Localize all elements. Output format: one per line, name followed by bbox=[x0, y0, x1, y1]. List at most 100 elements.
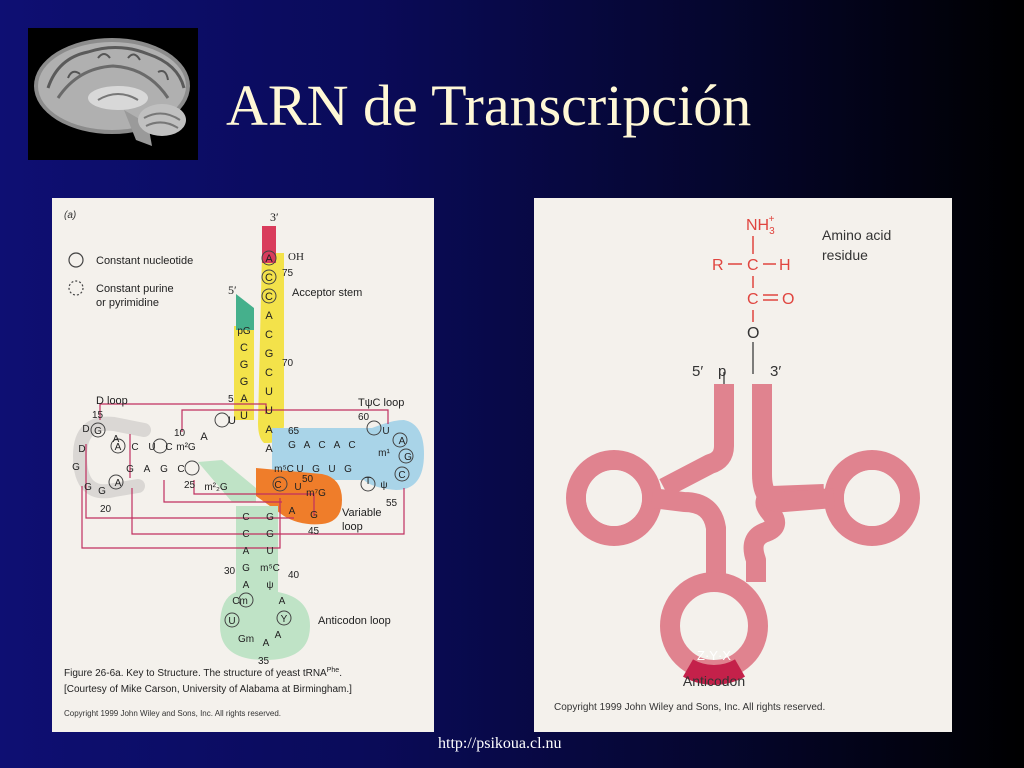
legend-constant: Constant nucleotide bbox=[96, 255, 193, 267]
base-acright-1: G bbox=[266, 529, 274, 540]
circled-base-marker bbox=[110, 438, 126, 454]
source-url: http://psikoua.cl.nu bbox=[438, 735, 562, 752]
base-acc3-4: C bbox=[265, 329, 273, 341]
circled-base-marker bbox=[261, 288, 277, 304]
circled-base-marker bbox=[272, 476, 288, 492]
num-5: 5 bbox=[228, 394, 234, 405]
num-60: 60 bbox=[358, 412, 370, 423]
amino-acid-label-2: residue bbox=[822, 247, 868, 263]
base-acloop-2: Gm bbox=[238, 634, 254, 645]
constant-nucleotide-icon bbox=[68, 252, 84, 268]
base-dtop-2: U bbox=[148, 442, 155, 453]
base-acloop-0: Cm bbox=[232, 596, 248, 607]
label-3prime: 3′ bbox=[270, 210, 279, 224]
schematic-diagram: NH3+ R C H C O O Amino acid residue 5′ p… bbox=[554, 214, 920, 713]
brain-image bbox=[28, 28, 198, 160]
carbonyl-o-text: O bbox=[782, 291, 794, 308]
phosphate-label: p bbox=[718, 363, 726, 380]
base-tbot-0: m⁵C bbox=[274, 464, 294, 475]
base-dbot-3: C bbox=[177, 464, 184, 475]
anticodon-label: Anticodon bbox=[683, 673, 745, 689]
right-loop-center bbox=[844, 470, 900, 526]
base-tloop-1: A bbox=[399, 436, 406, 447]
five-prime-label: 5′ bbox=[692, 363, 703, 380]
base-acloop-3: A bbox=[263, 638, 270, 649]
circled-base-marker bbox=[392, 432, 408, 448]
base-ttop-2: C bbox=[318, 440, 325, 451]
base-a9: A bbox=[200, 431, 208, 443]
num-20: 20 bbox=[100, 504, 112, 515]
label-anticodon-loop: Anticodon loop bbox=[318, 615, 391, 627]
base-acc3-10: A bbox=[265, 443, 273, 455]
label-variable-1: Variable bbox=[342, 507, 382, 519]
base-acc5-2: G bbox=[240, 359, 249, 371]
base-acc3-5: G bbox=[265, 348, 274, 360]
circled-base-marker bbox=[90, 422, 106, 438]
left-loop-center bbox=[586, 470, 642, 526]
base-var-1: U bbox=[294, 482, 301, 493]
num-10: 10 bbox=[174, 428, 186, 439]
anticodon-highlight bbox=[683, 659, 745, 685]
base-ttop-0: G bbox=[288, 440, 296, 451]
base-dloop-0: D bbox=[82, 424, 89, 435]
base-tbot-1: U bbox=[296, 464, 303, 475]
tpsic-arm-region bbox=[272, 420, 424, 490]
amino-acid-chem: NH3+ R C H C O bbox=[712, 214, 794, 322]
num-45: 45 bbox=[308, 526, 320, 537]
base-acloop-5: Y bbox=[281, 614, 288, 625]
base-acright-3: m⁵C bbox=[260, 563, 280, 574]
constant-purine-icon bbox=[68, 280, 84, 296]
base-tloop-2: m¹ bbox=[378, 448, 390, 459]
base-acright-4: ψ bbox=[266, 580, 273, 591]
base-dloop-6: G bbox=[94, 426, 102, 437]
legend-purine-1: Constant purine bbox=[96, 283, 174, 295]
base-acleft-0: C bbox=[242, 512, 249, 523]
base-acc3-0: A bbox=[265, 253, 273, 265]
cloverleaf-diagram: (a) Constant nucleotide Constant purine … bbox=[64, 210, 424, 718]
circled-base-marker bbox=[360, 476, 376, 492]
three-prime-label: 3′ bbox=[770, 363, 781, 380]
caption-line1: Figure 26-6a. Key to Structure. The stru… bbox=[64, 667, 342, 679]
circled-base-marker bbox=[261, 269, 277, 285]
three-prime-end-region bbox=[262, 226, 276, 263]
base-dloop-1: D bbox=[78, 444, 85, 455]
base-ttop-3: A bbox=[334, 440, 341, 451]
trna-structure-figure: (a) Constant nucleotide Constant purine … bbox=[52, 198, 434, 732]
base-acloop-4: A bbox=[279, 596, 286, 607]
tertiary-interaction-lines bbox=[81, 403, 405, 549]
base-acleft-1: C bbox=[242, 529, 249, 540]
legend-purine-2: or pyrimidine bbox=[96, 297, 159, 309]
nh3-text: NH3+ bbox=[746, 214, 775, 237]
base-acloop-1: U bbox=[228, 616, 235, 627]
base-var-2: m⁷G bbox=[306, 488, 326, 499]
base-acloop-6: A bbox=[275, 630, 282, 641]
circled-base-marker bbox=[261, 250, 277, 266]
base-acc3-3: A bbox=[265, 310, 273, 322]
circled-base-marker bbox=[108, 474, 124, 490]
copyright-left: Copyright 1999 John Wiley and Sons, Inc.… bbox=[64, 709, 281, 718]
ester-o-text: O bbox=[747, 325, 759, 342]
base-dtop-4: m²G bbox=[176, 442, 196, 453]
base-acleft-2: A bbox=[243, 546, 250, 557]
label-variable-2: loop bbox=[342, 521, 363, 533]
base-acc5-3: G bbox=[240, 376, 249, 388]
num-55: 55 bbox=[386, 498, 398, 509]
anticodon-arm-region bbox=[220, 506, 310, 660]
base-var-3: A bbox=[289, 506, 296, 517]
base-m22g: m²₂G bbox=[204, 482, 228, 493]
copyright-right: Copyright 1999 John Wiley and Sons, Inc.… bbox=[554, 702, 825, 713]
base-acc5-0: pG bbox=[237, 326, 251, 337]
base-dloop-3: G bbox=[84, 482, 92, 493]
label-5prime: 5′ bbox=[228, 283, 237, 297]
base-tloop-0: U bbox=[382, 426, 389, 437]
label-tpsic-loop: TψC loop bbox=[358, 397, 404, 409]
base-tbot-2: G bbox=[312, 464, 320, 475]
label-d-loop: D loop bbox=[96, 395, 128, 407]
base-dloop-4: G bbox=[98, 486, 106, 497]
trna-strand-shape bbox=[566, 384, 920, 680]
num-65: 65 bbox=[288, 426, 300, 437]
num-75: 75 bbox=[282, 268, 294, 279]
base-dbot-0: G bbox=[126, 464, 134, 475]
num-50: 50 bbox=[302, 474, 314, 485]
num-15: 15 bbox=[92, 410, 104, 421]
